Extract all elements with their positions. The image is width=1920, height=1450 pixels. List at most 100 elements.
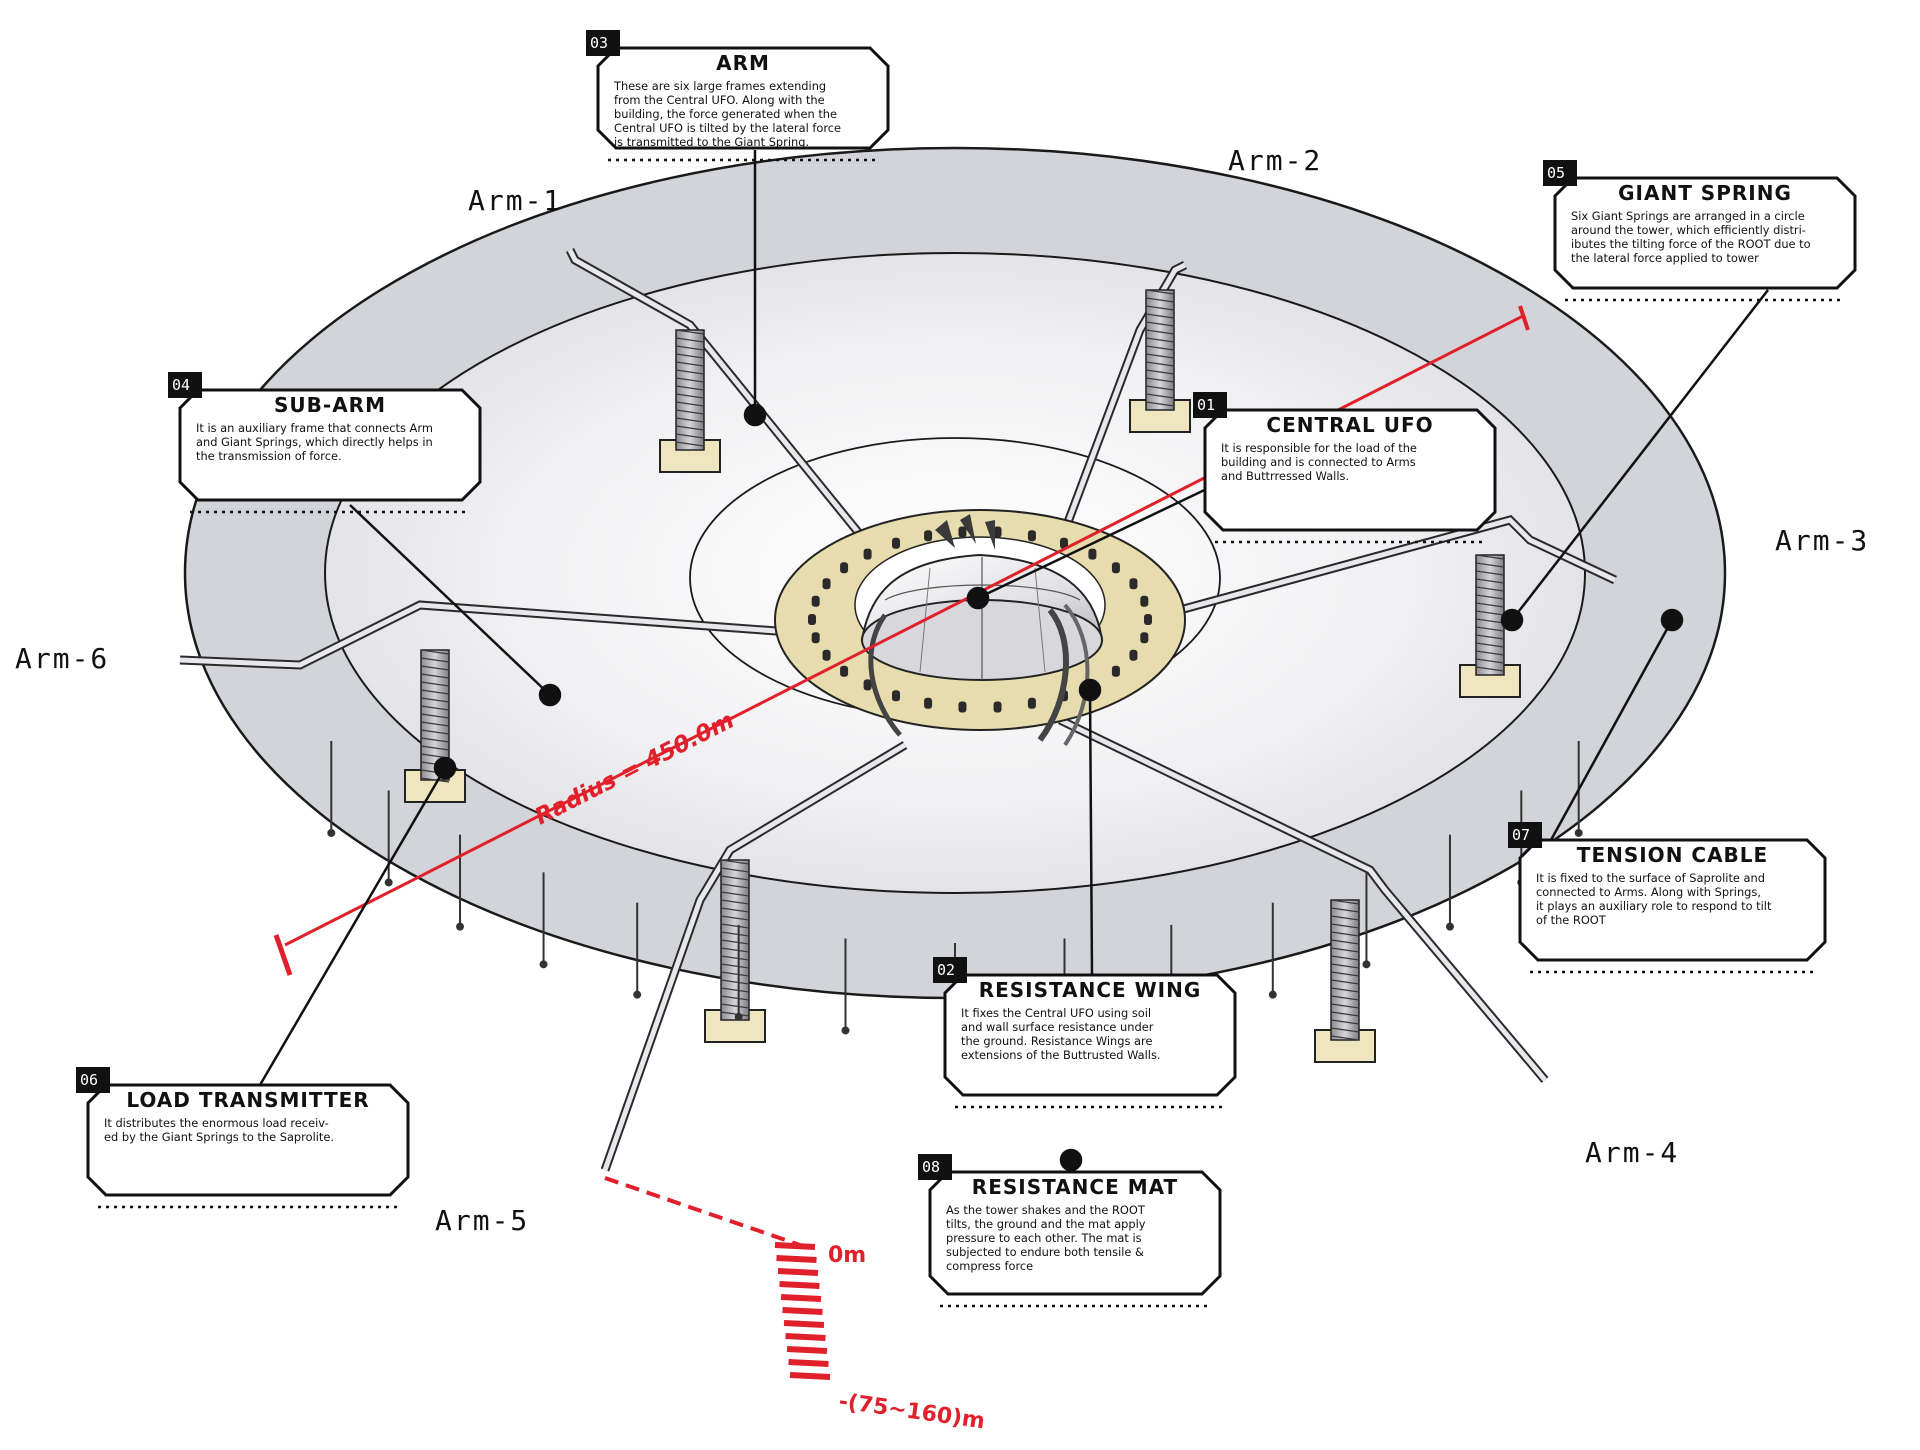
base-anchor-dot	[892, 690, 900, 702]
callout-number-badge	[1543, 160, 1577, 186]
arm-labels: Arm-1 Arm-2 Arm-3 Arm-4 Arm-5 Arm-6	[15, 144, 1867, 1237]
callout-body-line: connected to Arms. Along with Springs,	[1536, 885, 1761, 899]
arm-frame-inner-1	[567, 248, 907, 592]
callout-body-line: tilts, the ground and the mat apply	[946, 1217, 1146, 1231]
base-anchor-dot	[840, 665, 849, 677]
leader-line	[1088, 689, 1094, 976]
callout-number: 01	[1197, 396, 1215, 414]
callout-body-line: of the ROOT	[1536, 913, 1606, 927]
depth-bar	[788, 1359, 829, 1367]
leader-endpoint-dot	[1500, 608, 1524, 632]
callout-number-badge	[1193, 392, 1227, 418]
callout-body-line: It is fixed to the surface of Saprolite …	[1536, 871, 1765, 885]
callout-frame	[1518, 838, 1827, 962]
callout-body-line: and Giant Springs, which directly helps …	[196, 435, 433, 449]
leader-endpoint-dot	[743, 403, 767, 427]
post-foot	[1574, 828, 1583, 837]
base-anchor-dot	[1027, 530, 1036, 542]
arm-label-6: Arm-6	[15, 642, 109, 675]
base-anchor-dot	[822, 578, 831, 590]
callout-title: SUB-ARM	[274, 393, 386, 417]
depth-bar	[777, 1268, 819, 1276]
post-foot	[1362, 960, 1371, 969]
callout-body-line: extensions of the Buttrusted Walls.	[961, 1048, 1161, 1062]
base-anchor-dot	[808, 614, 816, 625]
callout-frame	[1203, 408, 1497, 532]
base-anchor-dot	[822, 649, 831, 661]
callout-body-line: It is responsible for the load of the	[1221, 441, 1417, 455]
depth-top-label: 0m	[828, 1243, 866, 1268]
base-anchor-dot	[863, 679, 872, 691]
callout-title: ARM	[716, 51, 770, 75]
post-foot	[734, 1012, 743, 1021]
arm-frame-inner-5	[602, 742, 907, 1171]
depth-bar	[774, 1242, 816, 1250]
callout-frame	[943, 973, 1237, 1097]
callout-frame	[1553, 176, 1857, 290]
post-foot	[456, 922, 465, 931]
depth-bar	[783, 1320, 825, 1328]
callout-body-line: It distributes the enormous load receiv-	[104, 1116, 329, 1130]
leader-line	[977, 483, 1216, 600]
base-anchor-dot	[1088, 548, 1097, 560]
arm-frame-inner-6	[179, 602, 901, 668]
callout-frame	[596, 46, 890, 150]
callout-body-line: building, the force generated when the	[614, 107, 837, 121]
arm-frame-inner-3	[1069, 517, 1617, 643]
post-foot	[384, 878, 393, 887]
callout-number: 08	[922, 1158, 940, 1176]
giant-spring-1	[659, 329, 721, 473]
leader-endpoint-dot	[966, 586, 990, 610]
base-anchor-dot	[1140, 632, 1149, 644]
giant-springs-group	[404, 289, 1521, 1063]
callout-number-badge	[76, 1067, 110, 1093]
callout-number: 03	[590, 34, 608, 52]
leader-line	[349, 504, 551, 696]
callout-title: GIANT SPRING	[1618, 181, 1792, 205]
depth-bar	[776, 1255, 817, 1263]
giant-spring-5	[704, 859, 766, 1043]
post-foot	[841, 1026, 850, 1035]
callout-frame	[86, 1083, 410, 1197]
base-anchor-dot	[1111, 562, 1120, 574]
corner-patch	[1300, 0, 1625, 95]
callout-body-line: the lateral force applied to tower	[1571, 251, 1759, 265]
base-anchor-dot	[892, 537, 900, 549]
callout-number: 02	[937, 961, 955, 979]
arm-label-2: Arm-2	[1228, 144, 1322, 177]
arm-label-1: Arm-1	[468, 184, 562, 217]
callout-number-badge	[168, 372, 202, 398]
callout-body-line: ibutes the tilting force of the ROOT due…	[1571, 237, 1811, 251]
base-anchor-dot	[993, 701, 1002, 713]
depth-bar	[785, 1333, 826, 1341]
callout-title: RESISTANCE MAT	[972, 1175, 1178, 1199]
callout-title: TENSION CABLE	[1577, 843, 1768, 867]
callout-number: 06	[80, 1071, 98, 1089]
giant-spring-2	[1129, 289, 1191, 433]
base-anchor-dot	[1140, 595, 1149, 607]
leader-endpoint-dot	[538, 683, 562, 707]
giant-spring-4	[1314, 899, 1376, 1063]
callout-body-line: subjected to endure both tensile &	[946, 1245, 1144, 1259]
post-foot	[539, 960, 548, 969]
post-foot	[1268, 990, 1277, 999]
callout-body-line: the transmission of force.	[196, 449, 342, 463]
depth-bar	[780, 1294, 822, 1302]
depth-bar	[779, 1281, 820, 1289]
arm-label-4: Arm-4	[1585, 1136, 1679, 1169]
base-anchor-dot	[1060, 537, 1068, 549]
callout-body-line: and Buttrressed Walls.	[1221, 469, 1349, 483]
callout-body-line: These are six large frames extending	[613, 79, 826, 93]
arms-group	[179, 247, 1617, 1172]
depth-bottom-label: -(75~160)m	[837, 1389, 986, 1434]
callout-body-line: it plays an auxiliary role to respond to…	[1536, 899, 1772, 913]
callout-number-badge	[1508, 822, 1542, 848]
